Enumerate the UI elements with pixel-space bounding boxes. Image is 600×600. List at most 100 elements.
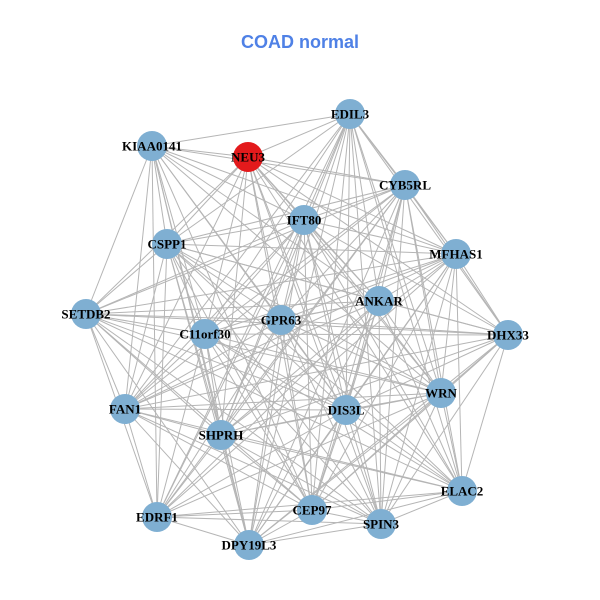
node-kiaa0141[interactable]	[137, 131, 167, 161]
edge-cspp1-cep97	[166, 243, 313, 511]
edge-shprh-cep97	[220, 434, 313, 511]
node-shprh[interactable]	[206, 420, 236, 450]
edge-setdb2-c11orf30	[85, 313, 206, 335]
node-label-dhx33: DHX33	[487, 328, 529, 343]
edge-wrn-cep97	[311, 392, 442, 511]
node-dhx33[interactable]	[493, 320, 523, 350]
edge-mfhas1-setdb2	[85, 253, 457, 315]
edge-ankar-dpy19l3	[248, 300, 380, 546]
edge-dhx33-dis3l	[345, 334, 509, 411]
edge-cyb5rl-elac2	[404, 184, 463, 492]
node-neu3[interactable]	[233, 142, 263, 172]
node-label-wrn: WRN	[425, 386, 457, 401]
edge-ankar-wrn	[378, 300, 442, 394]
edge-layer	[85, 113, 509, 546]
edge-ankar-spin3	[378, 300, 382, 525]
edge-cyb5rl-ift80	[303, 184, 406, 221]
edge-gpr63-edrf1	[156, 319, 282, 518]
node-wrn[interactable]	[426, 378, 456, 408]
node-dpy19l3[interactable]	[234, 530, 264, 560]
edge-mfhas1-shprh	[220, 253, 457, 436]
edge-setdb2-fan1	[85, 313, 126, 410]
node-ift80[interactable]	[289, 205, 319, 235]
node-cyb5rl[interactable]	[390, 170, 420, 200]
edge-edil3-elac2	[349, 113, 463, 492]
edge-ankar-dhx33	[378, 300, 509, 336]
node-c11orf30[interactable]	[190, 319, 220, 349]
edge-cspp1-setdb2	[85, 243, 168, 315]
edge-mfhas1-c11orf30	[204, 253, 457, 335]
edge-gpr63-wrn	[280, 319, 442, 394]
edge-mfhas1-edrf1	[156, 253, 457, 518]
edge-c11orf30-shprh	[204, 333, 222, 436]
edge-neu3-dhx33	[247, 156, 509, 336]
edge-mfhas1-elac2	[455, 253, 463, 492]
node-edil3[interactable]	[335, 99, 365, 129]
edge-cspp1-wrn	[166, 243, 442, 394]
edge-kiaa0141-cspp1	[151, 145, 168, 245]
edge-neu3-cyb5rl	[247, 156, 406, 186]
node-elac2[interactable]	[447, 476, 477, 506]
edge-ankar-elac2	[378, 300, 463, 492]
node-label-gpr63: GPR63	[261, 313, 302, 328]
edge-fan1-cep97	[124, 408, 313, 511]
node-mfhas1[interactable]	[441, 239, 471, 269]
edge-cyb5rl-edrf1	[156, 184, 406, 518]
node-label-elac2: ELAC2	[441, 484, 484, 499]
edge-edil3-spin3	[349, 113, 382, 525]
edge-dis3l-spin3	[345, 409, 382, 525]
edge-dis3l-elac2	[345, 409, 463, 492]
edge-cep97-edrf1	[156, 509, 313, 518]
edge-ift80-spin3	[303, 219, 382, 525]
node-cspp1[interactable]	[152, 229, 182, 259]
node-label-neu3: NEU3	[231, 150, 265, 165]
node-layer	[71, 99, 523, 560]
edge-c11orf30-dhx33	[204, 333, 509, 336]
node-setdb2[interactable]	[71, 299, 101, 329]
edge-mfhas1-dhx33	[455, 253, 509, 336]
edge-fan1-elac2	[124, 408, 463, 492]
edge-dhx33-dpy19l3	[248, 334, 509, 546]
node-label-kiaa0141: KIAA0141	[122, 139, 182, 154]
edge-gpr63-fan1	[124, 319, 282, 410]
node-label-c11orf30: C11orf30	[179, 327, 230, 342]
edge-c11orf30-spin3	[204, 333, 382, 525]
edge-ift80-edrf1	[156, 219, 305, 518]
edge-ift80-mfhas1	[303, 219, 457, 255]
edge-wrn-spin3	[380, 392, 442, 525]
edge-cyb5rl-gpr63	[280, 184, 406, 321]
edge-spin3-dpy19l3	[248, 523, 382, 546]
edge-setdb2-dpy19l3	[85, 313, 250, 546]
edge-dhx33-spin3	[380, 334, 509, 525]
node-edrf1[interactable]	[142, 502, 172, 532]
edge-dis3l-shprh	[220, 409, 347, 436]
edge-cyb5rl-setdb2	[85, 184, 406, 315]
edge-elac2-dpy19l3	[248, 490, 463, 546]
edge-gpr63-dhx33	[280, 319, 509, 336]
edge-ankar-fan1	[124, 300, 380, 410]
edge-fan1-edrf1	[124, 408, 158, 518]
edge-ift80-shprh	[220, 219, 305, 436]
edge-kiaa0141-fan1	[124, 145, 153, 410]
edge-ankar-shprh	[220, 300, 380, 436]
node-label-mfhas1: MFHAS1	[429, 247, 482, 262]
node-label-dpy19l3: DPY19L3	[222, 538, 277, 553]
edge-edil3-c11orf30	[204, 113, 351, 335]
node-fan1[interactable]	[110, 394, 140, 424]
edge-edil3-dpy19l3	[248, 113, 351, 546]
edge-shprh-edrf1	[156, 434, 222, 518]
node-spin3[interactable]	[366, 509, 396, 539]
edge-neu3-c11orf30	[204, 156, 249, 335]
edge-ift80-fan1	[124, 219, 305, 410]
edge-elac2-cep97	[311, 490, 463, 511]
edge-cspp1-c11orf30	[166, 243, 206, 335]
edge-gpr63-cep97	[280, 319, 313, 511]
node-gpr63[interactable]	[266, 305, 296, 335]
node-dis3l[interactable]	[331, 395, 361, 425]
node-label-spin3: SPIN3	[363, 517, 400, 532]
node-ankar[interactable]	[364, 286, 394, 316]
node-cep97[interactable]	[297, 495, 327, 525]
node-label-fan1: FAN1	[109, 402, 141, 417]
edge-ift80-dpy19l3	[248, 219, 305, 546]
diagram-title: COAD normal	[241, 32, 359, 52]
